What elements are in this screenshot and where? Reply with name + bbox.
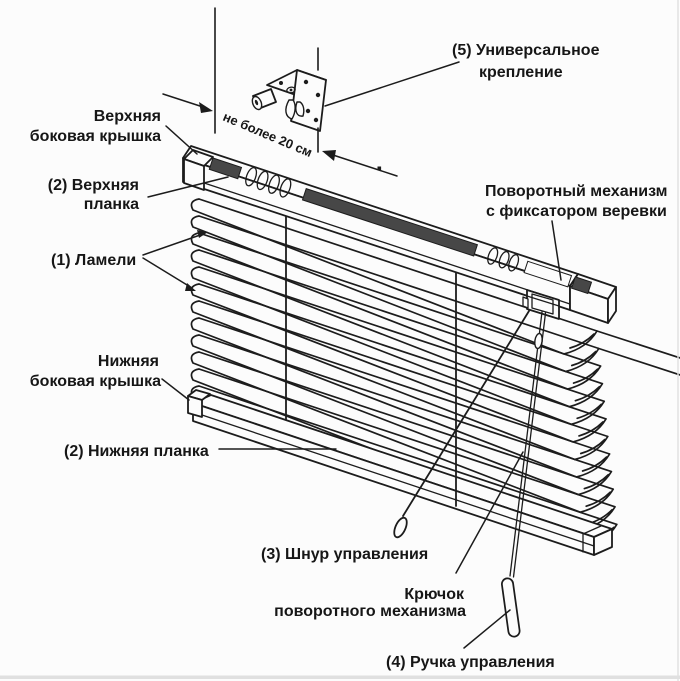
label-top-rail-line2: планка (84, 196, 139, 213)
bracket-hole (279, 81, 283, 85)
control-cord (402, 310, 530, 517)
cord-spool-right (487, 247, 520, 272)
measure-arrow-left-head (199, 102, 213, 113)
scan-artifact-right (677, 0, 679, 681)
control-wand (501, 311, 547, 638)
label-top-side-cap-line1: Верхняя (94, 108, 161, 125)
measure-arrow-right-head (322, 150, 336, 161)
slat (190, 232, 602, 390)
leader-turn-mechanism (551, 220, 562, 281)
turn-mechanism (522, 289, 560, 320)
leader-bottom-side-cap (161, 378, 190, 401)
scan-artifact-bottom (0, 675, 680, 679)
label-universal-mount-line1: (5) Универсальное (452, 42, 600, 59)
label-mechanism-hook-line2: поворотного механизма (274, 603, 466, 620)
slat (190, 266, 606, 426)
label-turn-mechanism-line1: Поворотный механизм (485, 183, 667, 200)
measure-dot (377, 166, 382, 171)
cord-lock-nub (522, 296, 529, 309)
labels: Верхняя боковая крышка (2) Верхняя планк… (30, 42, 668, 671)
channel-segment (570, 276, 593, 295)
label-control-wand: (4) Ручка управления (386, 654, 555, 671)
slat (190, 249, 604, 408)
leader-top-rail (147, 176, 229, 198)
leader-slats-upper-head (197, 230, 208, 238)
bracket-wing (285, 99, 296, 120)
bracket-hole (303, 79, 309, 85)
leader-control-wand (463, 609, 511, 649)
cord-lock-band (526, 295, 560, 307)
label-turn-mechanism-line2: с фиксатором веревки (486, 203, 667, 220)
distance-measurement (162, 7, 398, 177)
wand-hook (534, 332, 543, 350)
bottom-rail-lip-line (192, 411, 602, 553)
channel-segment (208, 157, 243, 180)
bracket-hole (305, 108, 311, 114)
label-slats: (1) Ламели (51, 252, 136, 269)
bracket-hinge-pin (289, 88, 293, 92)
slat (190, 215, 680, 376)
label-control-cord: (3) Шнур управления (261, 546, 428, 563)
cord-spool-left (245, 166, 292, 198)
slat (190, 317, 611, 478)
bracket-barrel-slot (254, 99, 259, 106)
headrail-lip-line (182, 175, 571, 305)
bottom-rail (187, 389, 613, 556)
leader-mechanism-hook (455, 451, 524, 574)
slat (190, 351, 615, 514)
bracket-vertical-plate (290, 69, 327, 132)
leader-slats-lower (142, 257, 193, 289)
headrail-front-face (182, 157, 571, 311)
headrail (182, 145, 617, 324)
slat (190, 198, 680, 359)
label-mechanism-hook-line1: Крючок (404, 586, 465, 603)
leader-universal-mount (324, 61, 460, 107)
bracket-hole (315, 92, 321, 98)
slat (190, 300, 609, 461)
mounting-bracket-icon (251, 69, 327, 132)
slat (190, 334, 613, 496)
measure-arrow-left-line (162, 93, 204, 108)
leader-slats-upper (142, 233, 204, 256)
channel-segment (301, 187, 479, 257)
wand-handle (502, 579, 519, 636)
mechanism-plate (523, 260, 573, 288)
label-top-rail-line1: (2) Верхняя (48, 177, 139, 194)
bracket-hole (313, 117, 319, 123)
label-bottom-side-cap-line1: Нижняя (98, 353, 159, 370)
label-top-side-cap-line2: боковая крышка (30, 128, 161, 145)
bracket-wing (295, 101, 305, 117)
top-side-cap-front (183, 158, 205, 191)
label-bottom-rail: (2) Нижняя планка (64, 443, 209, 460)
leader-slats-lower-head (185, 283, 196, 291)
leader-top-side-cap (165, 125, 198, 155)
bottom-rail-end-face (593, 528, 613, 556)
cord-tassel (393, 516, 408, 539)
headrail-end-cap-side (607, 286, 617, 324)
label-universal-mount-line2: крепление (479, 64, 563, 81)
bracket-hinge-hole (286, 86, 296, 94)
leader-lines (142, 61, 562, 649)
wand-rod (509, 311, 547, 578)
bottom-side-cap-front (187, 395, 203, 418)
measure-arrow-right-line (332, 154, 398, 177)
label-bottom-side-cap-line2: боковая крышка (30, 373, 161, 390)
